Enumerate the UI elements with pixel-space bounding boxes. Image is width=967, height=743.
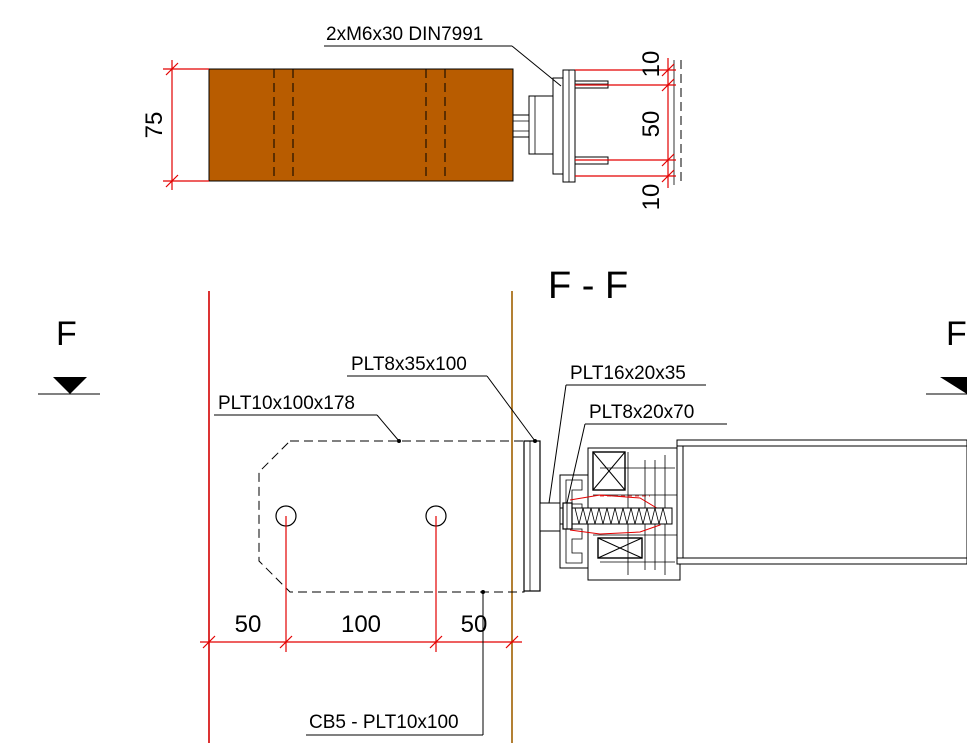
section-marker-right: F: [926, 315, 967, 395]
section-ff: F - F F F: [38, 265, 967, 743]
dim-top-10: 10: [638, 51, 665, 78]
section-marker-left-letter: F: [56, 315, 77, 353]
dimension-75: [163, 60, 209, 190]
dim-100: 100: [341, 611, 381, 638]
dim-50-left: 50: [235, 611, 262, 638]
rectangular-beam: [676, 439, 967, 565]
dim-height-75: 75: [141, 112, 168, 139]
dimension-lines-bottom: [200, 516, 522, 652]
dim-middle-50: 50: [638, 111, 665, 138]
section-marker-right-letter: F: [946, 315, 967, 353]
leader-line: [511, 45, 562, 87]
section-marker-left: F: [38, 315, 100, 395]
hidden-plate-outline: [258, 440, 525, 593]
section-title: F - F: [548, 265, 628, 307]
dim-bottom-10: 10: [638, 184, 665, 211]
profile-assembly: [559, 447, 681, 581]
dimension-lines-top-right: [575, 58, 676, 188]
top-view: 10 50 10 75 2xM6x30 DIN7991: [141, 24, 682, 211]
leader-line: [548, 384, 567, 504]
leader-line: [566, 423, 586, 504]
connector-bracket: [512, 60, 682, 185]
callout-plt16x20x35: PLT16x20x35: [570, 363, 686, 384]
stub-plate: [539, 502, 561, 532]
callout-plt8x35x100: PLT8x35x100: [351, 354, 467, 375]
callout-bolts: 2xM6x30 DIN7991: [326, 24, 483, 45]
callout-plt8x20x70: PLT8x20x70: [589, 402, 694, 423]
callout-plt10x100x178: PLT10x100x178: [218, 393, 355, 414]
end-plate: [523, 440, 541, 592]
callout-cb5: CB5 - PLT10x100: [309, 712, 459, 733]
leader-line: [486, 375, 536, 442]
timber-block: [208, 68, 514, 182]
leader-line: [376, 414, 400, 442]
